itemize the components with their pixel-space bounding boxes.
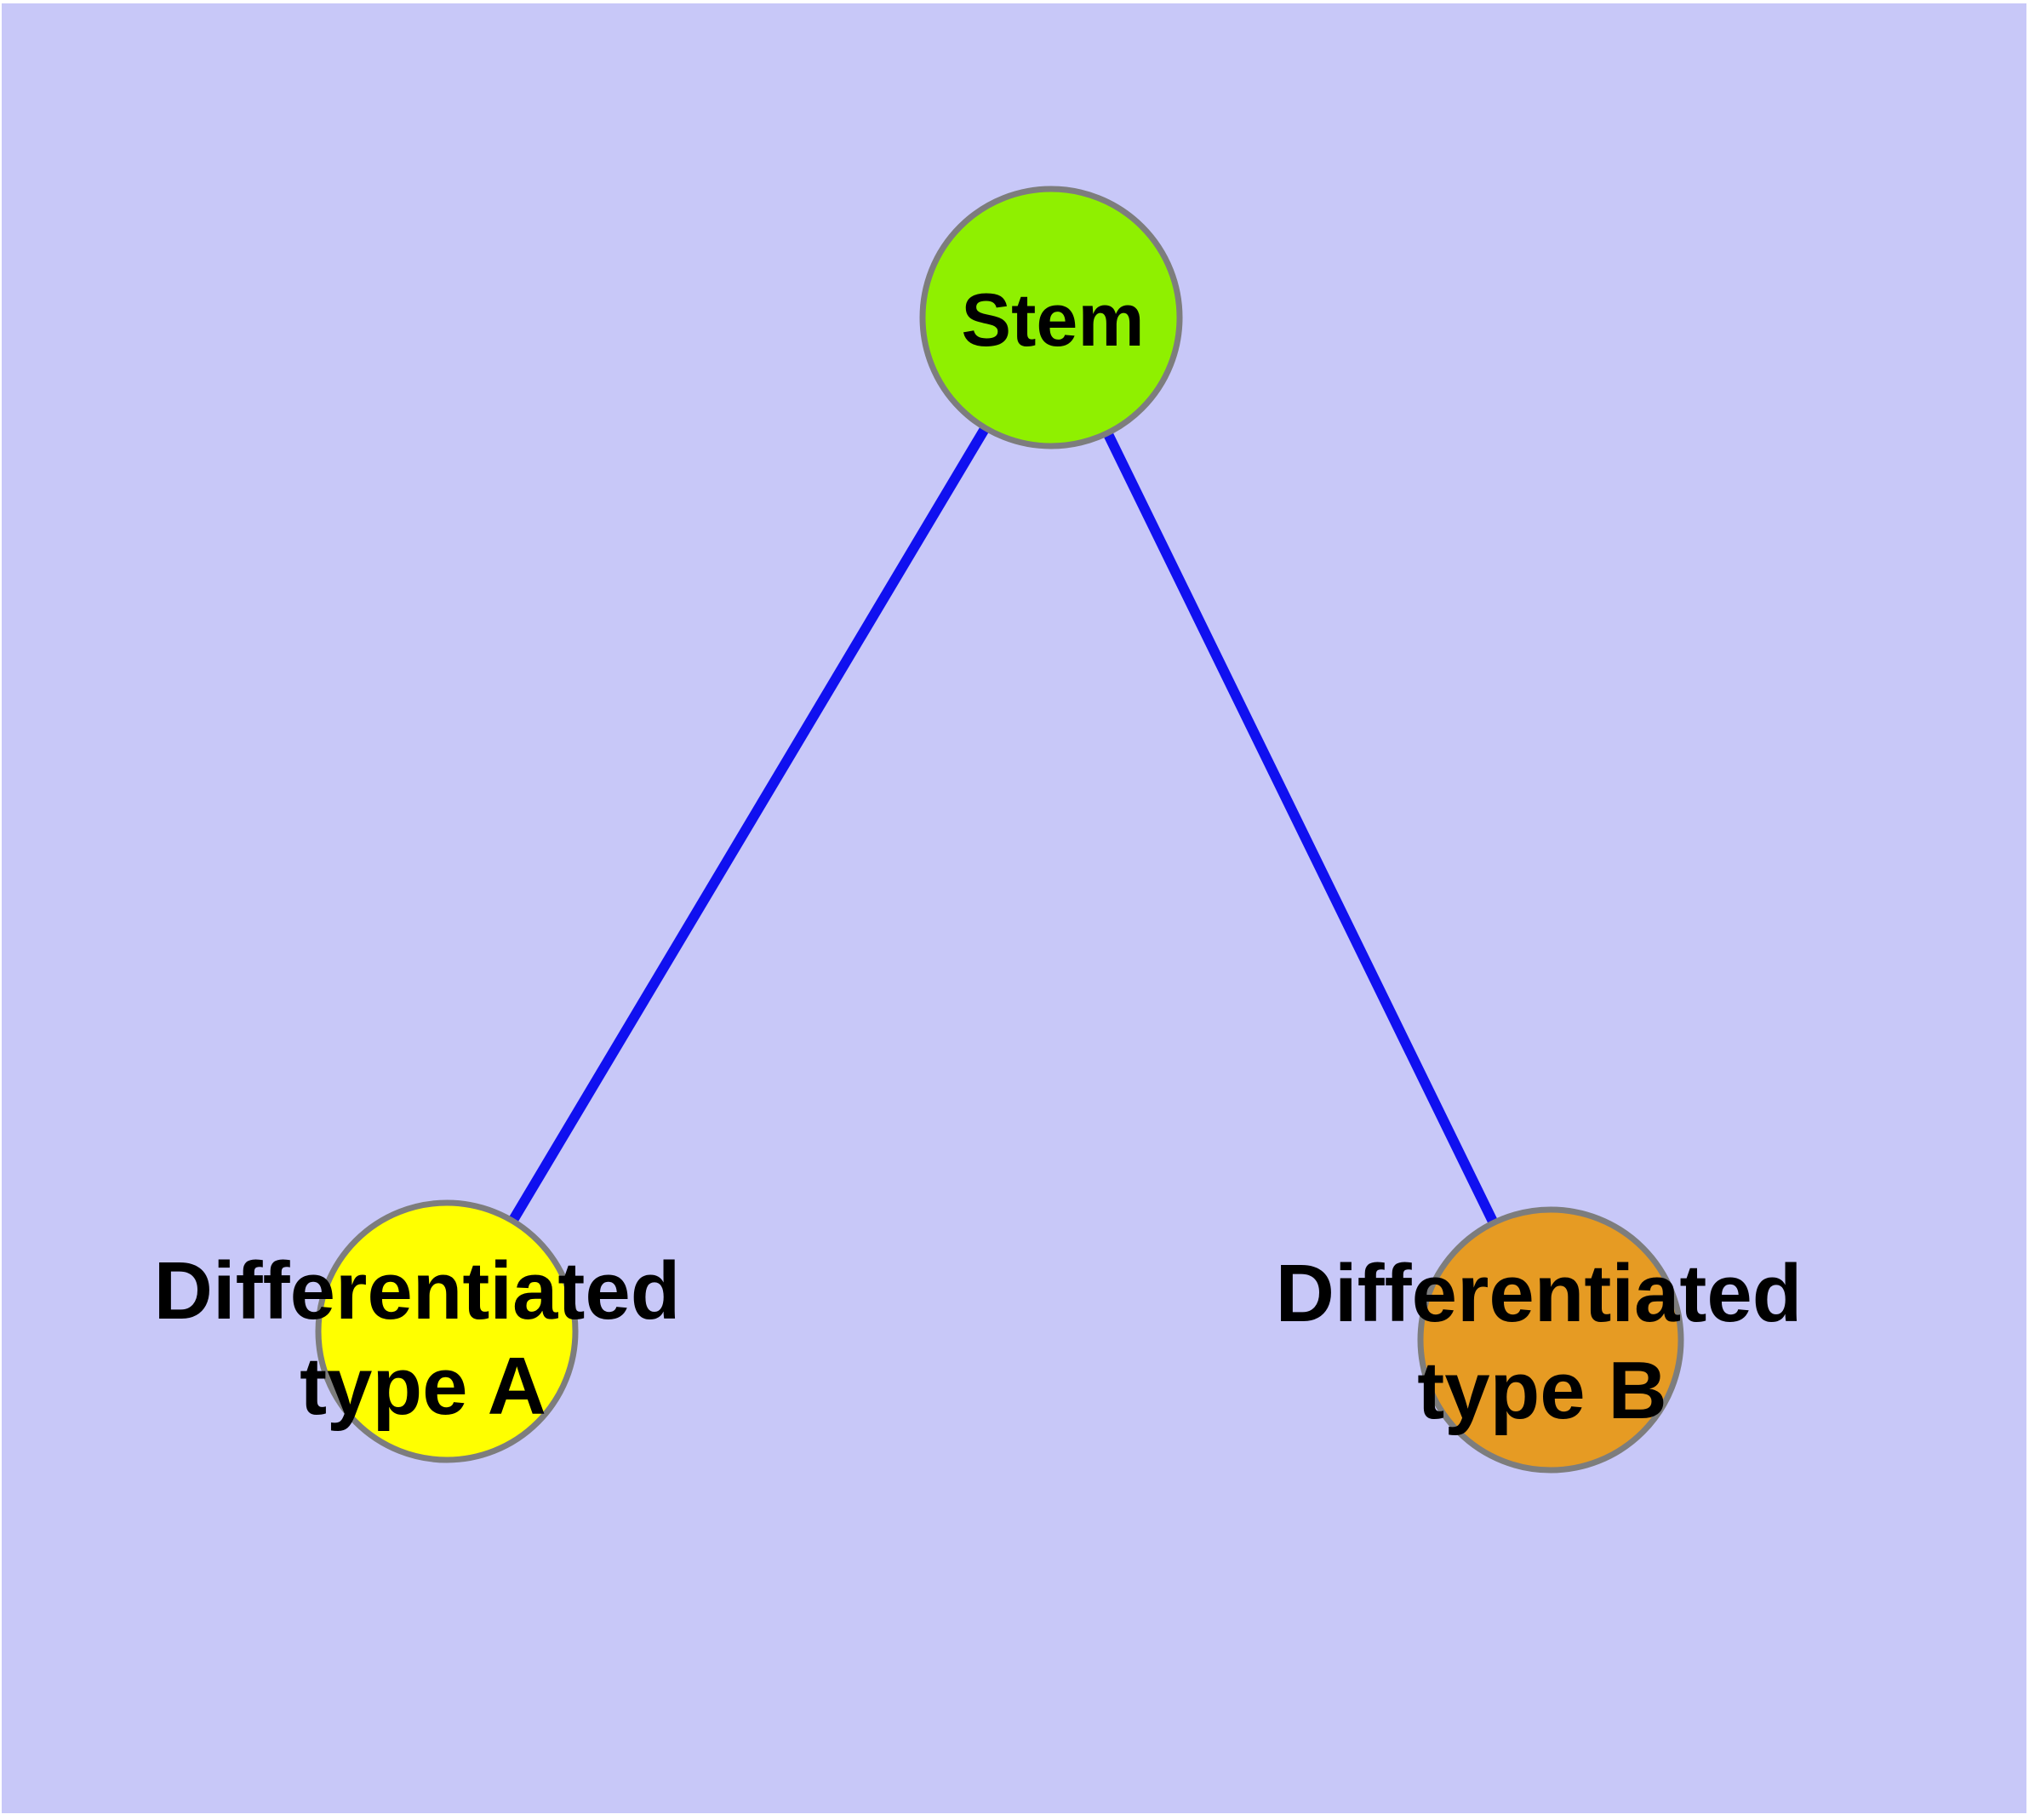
edge-stem-to-type-b xyxy=(1046,315,1556,1342)
node-type-a-circle xyxy=(315,1199,579,1463)
node-stem: Stem xyxy=(919,186,1183,449)
node-type-b-label-line2: type B xyxy=(1417,1345,1666,1436)
edge-stem-to-type-a xyxy=(442,314,1056,1335)
node-differentiated-type-b: Differentiated type B xyxy=(1276,1206,1803,1474)
node-type-b-circle xyxy=(1417,1206,1684,1474)
node-type-a-label-line1: Differentiated xyxy=(154,1245,681,1336)
node-stem-label: Stem xyxy=(961,278,1144,362)
node-type-b-label-line1: Differentiated xyxy=(1276,1248,1803,1339)
node-differentiated-type-a: Differentiated type A xyxy=(154,1199,681,1463)
node-stem-circle xyxy=(919,186,1183,449)
node-type-a-label-line2: type A xyxy=(300,1341,546,1432)
